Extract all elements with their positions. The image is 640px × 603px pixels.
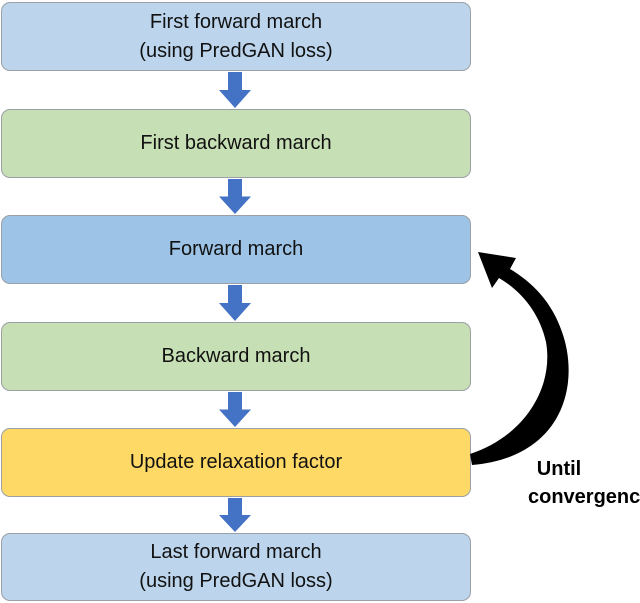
step-forward-march: Forward march	[1, 215, 471, 284]
down-arrow-icon	[219, 179, 251, 214]
step-last-forward-march: Last forward march (using PredGAN loss)	[1, 533, 471, 601]
down-arrow-icon	[219, 285, 251, 321]
step-label: Forward march	[168, 238, 304, 260]
step-first-forward-march: First forward march (using PredGAN loss)	[1, 2, 471, 71]
loop-label-line2: convergence	[528, 486, 640, 508]
loop-back-arrow-icon	[470, 252, 569, 465]
step-update-relaxation-factor: Update relaxation factor	[1, 428, 471, 497]
step-sublabel: (using PredGAN loss)	[139, 39, 333, 62]
step-label: Last forward march	[150, 541, 322, 563]
step-label: Backward march	[161, 345, 311, 367]
down-arrow-icon	[219, 392, 251, 427]
loop-label-line1: Until	[536, 458, 582, 480]
down-arrow-icon	[219, 498, 251, 532]
step-first-backward-march: First backward march	[1, 109, 471, 178]
step-sublabel: (using PredGAN loss)	[139, 570, 333, 592]
loop-condition-label: Until convergence	[470, 455, 640, 511]
step-backward-march: Backward march	[1, 322, 471, 391]
down-arrow-icon	[219, 72, 251, 108]
step-label: First backward march	[140, 132, 332, 154]
step-label: Update relaxation factor	[129, 451, 343, 473]
step-label: First forward march	[149, 10, 323, 33]
